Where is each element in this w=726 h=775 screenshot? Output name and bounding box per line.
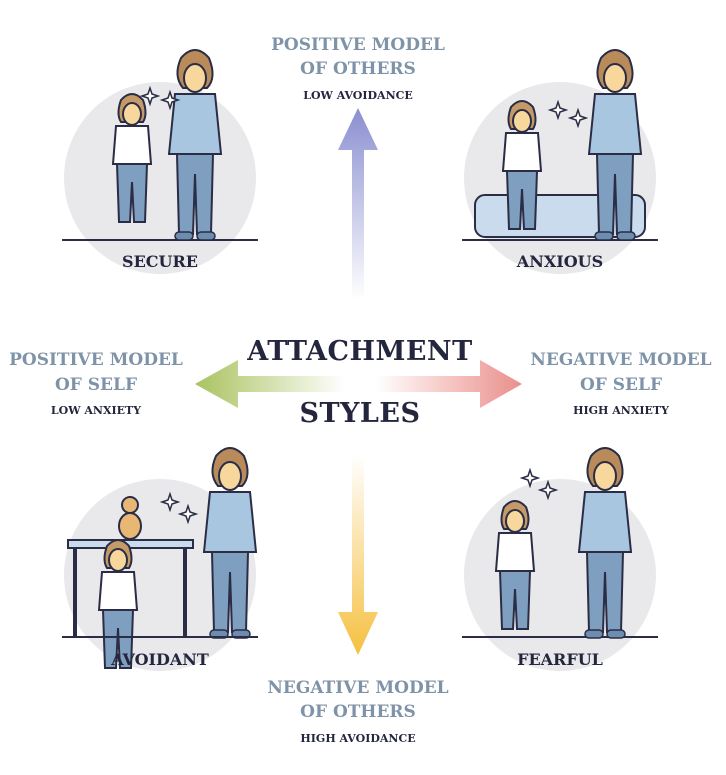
right-heading-1: NEGATIVE MODEL — [530, 350, 712, 370]
left-heading-1: POSITIVE MODEL — [9, 350, 183, 370]
arrow-down — [338, 455, 378, 655]
right-sub: HIGH ANXIETY — [573, 404, 669, 417]
fearful-illustration — [462, 447, 658, 671]
label-anxious: ANXIOUS — [516, 252, 604, 271]
top-sub: LOW AVOIDANCE — [303, 89, 413, 102]
bottom-heading-2: OF OTHERS — [300, 702, 416, 722]
top-heading-2: OF OTHERS — [300, 59, 416, 79]
title-line-1: ATTACHMENT — [247, 336, 473, 367]
avoidant-illustration — [62, 447, 258, 671]
left-sub: LOW ANXIETY — [50, 404, 142, 417]
top-heading-1: POSITIVE MODEL — [271, 35, 445, 55]
title-line-2: STYLES — [299, 398, 421, 429]
anxious-illustration — [462, 49, 658, 274]
secure-illustration — [62, 49, 258, 274]
arrow-right — [375, 360, 522, 408]
arrow-up — [338, 108, 378, 300]
label-avoidant: AVOIDANT — [111, 650, 209, 669]
arrow-left — [195, 360, 345, 408]
label-secure: SECURE — [122, 252, 198, 271]
right-heading-2: OF SELF — [579, 375, 663, 395]
bottom-heading-1: NEGATIVE MODEL — [267, 678, 449, 698]
label-fearful: FEARFUL — [517, 650, 603, 669]
bottom-sub: HIGH AVOIDANCE — [300, 732, 416, 745]
left-heading-2: OF SELF — [54, 375, 138, 395]
